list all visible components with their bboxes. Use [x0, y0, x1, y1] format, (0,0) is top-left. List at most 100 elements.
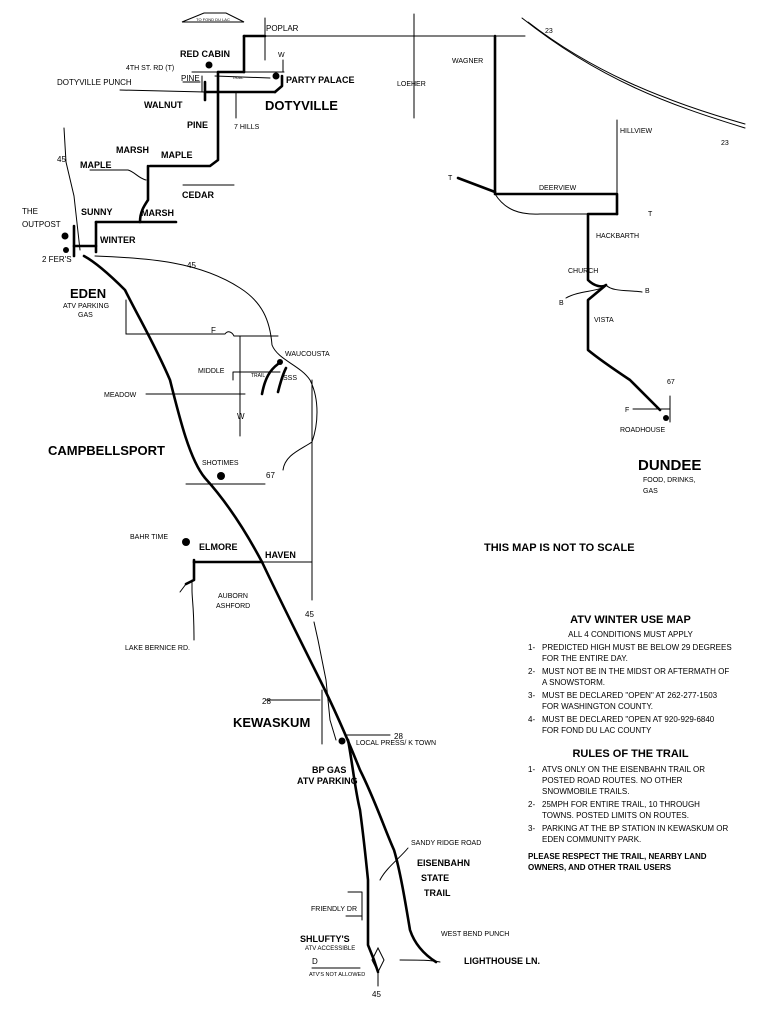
hwy-45-bottom: 45: [372, 990, 381, 999]
local-press-marker[interactable]: [338, 737, 346, 745]
rule-num: 3-: [528, 824, 536, 833]
local-press-label: LOCAL PRESS/ K TOWN: [356, 740, 436, 747]
north-arrow-label: TO FOND DU LAC: [196, 17, 230, 22]
legend-panel: ATV WINTER USE MAP ALL 4 CONDITIONS MUST…: [528, 614, 733, 873]
road-friendly: FRIENDLY DR: [311, 906, 357, 913]
road-7-hills: 7 HILLS: [234, 124, 260, 131]
road-t-right: T: [648, 211, 653, 218]
road-marsh-top: MARSH: [116, 145, 149, 155]
bahr-time-marker[interactable]: [182, 538, 190, 546]
shotimes-marker[interactable]: [217, 472, 225, 480]
road-4th-st: 4TH ST. RD (T): [126, 65, 174, 72]
road-f-dundee: F: [625, 407, 629, 414]
roadhouse-marker[interactable]: [663, 415, 669, 421]
road-walnut: WALNUT: [144, 100, 183, 110]
rule-text: PARKING AT THE BP STATION IN KEWASKUM OR…: [542, 824, 729, 844]
party-palace-label: PARTY PALACE: [286, 75, 355, 85]
hwy-67: 67: [266, 471, 275, 480]
hwy-23-top: 23: [545, 28, 553, 35]
waucousta-marker[interactable]: [277, 359, 283, 365]
shotimes-label: SHOTIMES: [202, 460, 239, 467]
respect-note: PLEASE RESPECT THE TRAIL, NEARBY LAND OW…: [528, 852, 707, 872]
ashford-label: ASHFORD: [216, 603, 250, 610]
legend-subtitle: ALL 4 CONDITIONS MUST APPLY: [568, 630, 693, 639]
rule-text: ATVS ONLY ON THE EISENBAHN TRAIL OR POST…: [542, 765, 706, 796]
north-arrow-icon: TO FOND DU LAC: [181, 12, 245, 23]
road-pine-top: PINE: [181, 74, 200, 83]
hwy-28-right: 28: [394, 732, 403, 741]
eisenbahn-label-1: EISENBAHN: [417, 858, 470, 868]
road-wagner: WAGNER: [452, 58, 483, 65]
shluftys-label: SHLUFTY'S: [300, 934, 350, 944]
condition-text: MUST BE DECLARED "OPEN AT 920-929-6840 F…: [542, 715, 715, 735]
road-marsh: MARSH: [141, 208, 174, 218]
eden-sub-1: ATV PARKING: [63, 303, 109, 310]
two-fers-marker[interactable]: [63, 247, 69, 253]
rule-item: 1-ATVS ONLY ON THE EISENBAHN TRAIL OR PO…: [528, 764, 733, 797]
party-palace-marker[interactable]: [272, 72, 280, 80]
town-campbellsport: CAMPBELLSPORT: [48, 443, 165, 458]
two-fers-label: 2 FER'S: [42, 255, 72, 264]
hwy-45-top: 45: [57, 155, 66, 164]
not-to-scale-note: THIS MAP IS NOT TO SCALE: [484, 542, 635, 554]
road-hackbarth: HACKBARTH: [596, 233, 639, 240]
hwy-67-dundee: 67: [667, 379, 675, 386]
hwy-45-mid: 45: [305, 610, 314, 619]
road-lake-bernice: LAKE BERNICE RD.: [125, 645, 190, 652]
condition-item: 3-MUST BE DECLARED "OPEN" AT 262-277-150…: [528, 690, 733, 712]
road-b-right: B: [645, 288, 650, 295]
road-f-mid: F: [211, 326, 216, 335]
the-outpost-label-2: OUTPOST: [22, 220, 61, 229]
conditions-list: 1-PREDICTED HIGH MUST BE BELOW 29 DEGREE…: [528, 642, 733, 736]
the-outpost-marker[interactable]: [61, 232, 69, 240]
the-outpost-label-1: THE: [22, 207, 38, 216]
red-cabin-marker[interactable]: [205, 61, 213, 69]
auborn-label: AUBORN: [218, 593, 248, 600]
hwy-45-eden: 45: [187, 261, 196, 270]
atvs-not-allowed-label: ATV'S NOT ALLOWED: [309, 972, 365, 978]
road-w-top: W: [278, 52, 285, 59]
bp-gas-label: BP GAS: [312, 765, 346, 775]
bahr-time-label: BAHR TIME: [130, 534, 168, 541]
dundee-sub-1: FOOD, DRINKS,: [643, 477, 696, 484]
condition-num: 1-: [528, 643, 536, 652]
road-maple-right: MAPLE: [161, 150, 193, 160]
red-cabin-label: RED CABIN: [180, 49, 230, 59]
dotyville-punch-label: DOTYVILLE PUNCH: [57, 78, 132, 87]
atv-parking-label: ATV PARKING: [297, 776, 358, 786]
hwy-23-right: 23: [721, 140, 729, 147]
road-maple-left: MAPLE: [80, 160, 112, 170]
hwy-28-left: 28: [262, 697, 271, 706]
rule-num: 2-: [528, 800, 536, 809]
road-d: D: [312, 957, 318, 966]
rule-item: 3- PARKING AT THE BP STATION IN KEWASKUM …: [528, 823, 733, 845]
legend-title: ATV WINTER USE MAP: [570, 614, 691, 626]
trail-small-label-2: TRAIL: [251, 373, 265, 379]
road-haven: HAVEN: [265, 550, 296, 560]
dundee-sub-2: GAS: [643, 488, 658, 495]
rules-title: RULES OF THE TRAIL: [572, 748, 689, 760]
trail-small-label-1: TRAIL: [232, 75, 244, 80]
road-meadow: MEADOW: [104, 392, 137, 399]
town-dotyville: DOTYVILLE: [265, 98, 338, 113]
map-labels: RED CABIN W POPLAR 4TH ST. RD (T) PINE T…: [22, 24, 729, 999]
road-middle: MIDDLE: [198, 368, 225, 375]
west-bend-punch-label: WEST BEND PUNCH: [441, 931, 509, 938]
sss-label: SSS: [283, 375, 297, 382]
waucousta-label: WAUCOUSTA: [285, 351, 330, 358]
road-hillview: HILLVIEW: [620, 128, 653, 135]
town-eden: EDEN: [70, 286, 106, 301]
condition-text: MUST NOT BE IN THE MIDST OR AFTERMATH OF…: [542, 667, 730, 687]
eisenbahn-label-2: STATE: [421, 873, 449, 883]
road-winter: WINTER: [100, 235, 136, 245]
road-cedar: CEDAR: [182, 190, 215, 200]
town-kewaskum: KEWASKUM: [233, 715, 310, 730]
road-church: CHURCH: [568, 268, 598, 275]
poi-markers: [61, 61, 669, 745]
condition-item: 4-MUST BE DECLARED "OPEN AT 920-929-6840…: [528, 714, 733, 736]
road-lighthouse: LIGHTHOUSE LN.: [464, 956, 540, 966]
eden-sub-2: GAS: [78, 312, 93, 319]
town-dundee: DUNDEE: [638, 457, 701, 474]
rules-list: 1-ATVS ONLY ON THE EISENBAHN TRAIL OR PO…: [528, 764, 733, 845]
